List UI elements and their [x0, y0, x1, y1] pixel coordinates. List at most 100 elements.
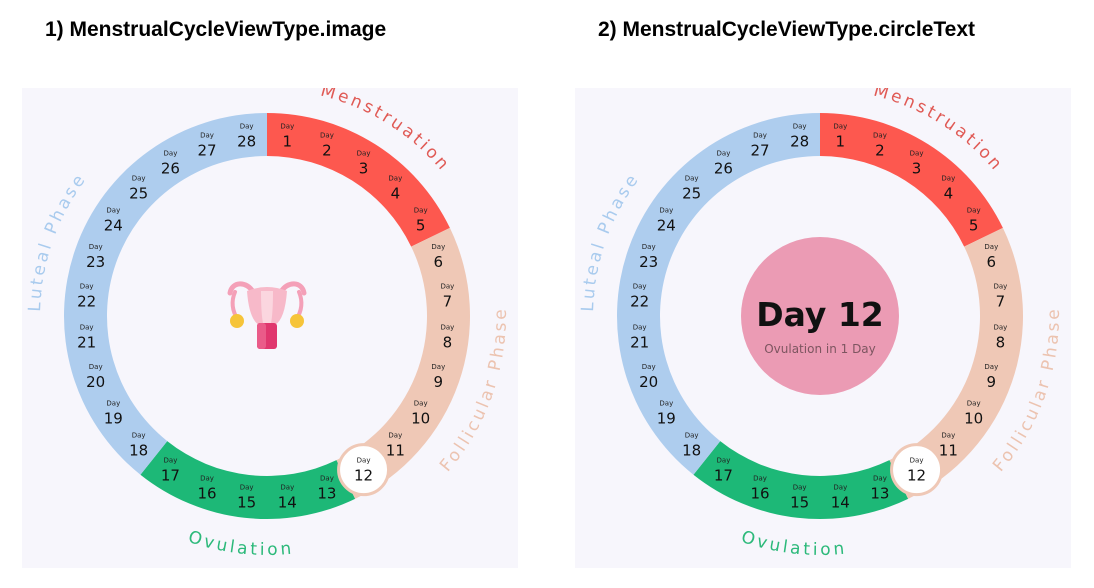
day-prefix: Day	[910, 457, 924, 465]
day-prefix: Day	[993, 323, 1007, 331]
day-number: 11	[939, 441, 958, 459]
day-prefix: Day	[106, 206, 120, 214]
day-prefix: Day	[941, 175, 955, 183]
day-1[interactable]: Day 1	[833, 123, 847, 151]
day-number: 26	[161, 159, 180, 177]
day-2[interactable]: Day 2	[320, 132, 334, 160]
day-number: 12	[907, 467, 926, 485]
day-number: 1	[836, 133, 846, 151]
segment-luteal-phase	[617, 113, 820, 475]
day-prefix: Day	[685, 431, 699, 439]
day-number: 15	[237, 493, 256, 511]
segment-ovulation	[693, 441, 909, 519]
day-number: 27	[751, 142, 770, 160]
day-prefix: Day	[132, 431, 146, 439]
day-4[interactable]: Day 4	[941, 175, 955, 203]
day-12[interactable]: Day 12	[890, 443, 944, 497]
day-number: 9	[434, 373, 444, 391]
day-18[interactable]: Day 18	[129, 431, 148, 459]
day-prefix: Day	[833, 123, 847, 131]
day-prefix: Day	[873, 132, 887, 140]
day-number: 25	[682, 185, 701, 203]
day-number: 2	[322, 142, 332, 160]
day-prefix: Day	[132, 175, 146, 183]
cycle-ring	[617, 113, 1023, 519]
day-prefix: Day	[89, 243, 103, 251]
day-prefix: Day	[80, 283, 94, 291]
day-number: 8	[996, 333, 1006, 351]
phase-label-ovulation: Ovulation	[186, 527, 295, 560]
cycle-ring	[63, 113, 470, 519]
day-11[interactable]: Day 11	[386, 431, 405, 459]
day-number: 13	[870, 484, 889, 502]
day-8[interactable]: Day 8	[993, 323, 1007, 351]
day-prefix: Day	[993, 283, 1007, 291]
current-day-marker[interactable]	[337, 443, 391, 497]
day-number: 4	[944, 185, 954, 203]
day-7[interactable]: Day 7	[993, 283, 1007, 311]
heading-image-view: 1) MenstrualCycleViewType.image	[45, 18, 387, 41]
current-day-marker[interactable]	[890, 443, 944, 497]
day-number: 10	[964, 410, 983, 428]
day-number: 24	[657, 216, 676, 234]
day-number: 27	[198, 142, 217, 160]
day-number: 11	[386, 441, 405, 459]
day-number: 7	[996, 293, 1006, 311]
day-prefix: Day	[388, 431, 402, 439]
day-prefix: Day	[320, 132, 334, 140]
day-prefix: Day	[357, 457, 371, 465]
day-prefix: Day	[320, 474, 334, 482]
day-number: 18	[129, 441, 148, 459]
day-prefix: Day	[793, 483, 807, 491]
